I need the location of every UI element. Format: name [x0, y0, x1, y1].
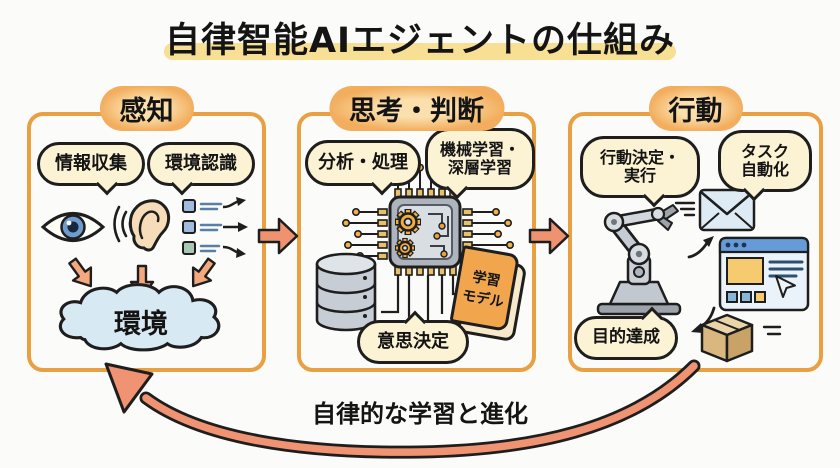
- gear-icon: [395, 238, 415, 258]
- panel-reasoning-badge: 思考・判断: [329, 86, 504, 131]
- panel-action: 行動 行動決定・ 実行 タスク 自動化: [568, 86, 823, 372]
- bubble-analysis: 分析・処理: [305, 140, 421, 196]
- bubble-action-exec: 行動決定・ 実行: [580, 136, 700, 208]
- right-block-arrow: [528, 217, 570, 255]
- bubble-task-automation: タスク 自動化: [718, 130, 812, 202]
- page-title: 自律智能AIエジェントの仕組み: [164, 21, 676, 61]
- panel-reasoning: 思考・判断 分析・処理 機械学習・ 深層学習: [297, 86, 536, 372]
- bubble-text: 機械学習・ 深層学習: [439, 140, 520, 177]
- down-arrow-icon: [68, 257, 93, 288]
- robot-arm-icon: [596, 204, 682, 316]
- bubble-text: 分析・処理: [318, 151, 408, 173]
- eye-icon: [40, 212, 106, 242]
- down-arrow-icon: [191, 257, 216, 288]
- title-highlight: [164, 43, 676, 60]
- envelope-icon: [698, 188, 756, 232]
- bubble-text: 環境認識: [165, 152, 237, 174]
- bubble-env-recognition: 環境認識: [147, 142, 255, 196]
- cloud-label: 環境: [114, 309, 168, 340]
- bubble-decision: 意思決定: [357, 310, 469, 364]
- bubble-goal-achieved: 目的達成: [574, 306, 678, 360]
- panel-perception-badge: 感知: [99, 86, 194, 131]
- feedback-label: 自律的な学習と進化: [312, 400, 528, 428]
- cloud-shape: [58, 283, 221, 352]
- ear-icon: [113, 199, 171, 252]
- panel-perception: 感知 情報収集 環境認識: [27, 86, 266, 372]
- speed-lines-icon: [674, 201, 696, 217]
- bubble-text: 目的達成: [592, 327, 660, 348]
- package-box-icon: [700, 313, 754, 363]
- data-stream-icon: [182, 197, 248, 258]
- panel-action-badge: 行動: [648, 86, 743, 131]
- bubble-text: 情報収集: [55, 152, 127, 174]
- feedback-curve-arrow: [104, 359, 701, 459]
- environment-cloud: 環境: [51, 280, 231, 354]
- gear-icon: [395, 209, 421, 235]
- bubble-ml-dl: 機械学習・ 深層学習: [425, 128, 535, 200]
- bubble-text: 意思決定: [377, 330, 449, 352]
- speed-lines-icon: [762, 325, 782, 336]
- bubble-text: 行動決定・ 実行: [599, 148, 680, 185]
- database-icon: [315, 252, 377, 332]
- right-block-arrow: [257, 217, 299, 255]
- browser-window-icon: [718, 236, 810, 312]
- cursor-icon: [775, 275, 796, 298]
- bubble-info-collection: 情報収集: [37, 142, 145, 196]
- bubble-text: タスク 自動化: [740, 142, 789, 179]
- curve-arrow-up-icon: [687, 236, 714, 259]
